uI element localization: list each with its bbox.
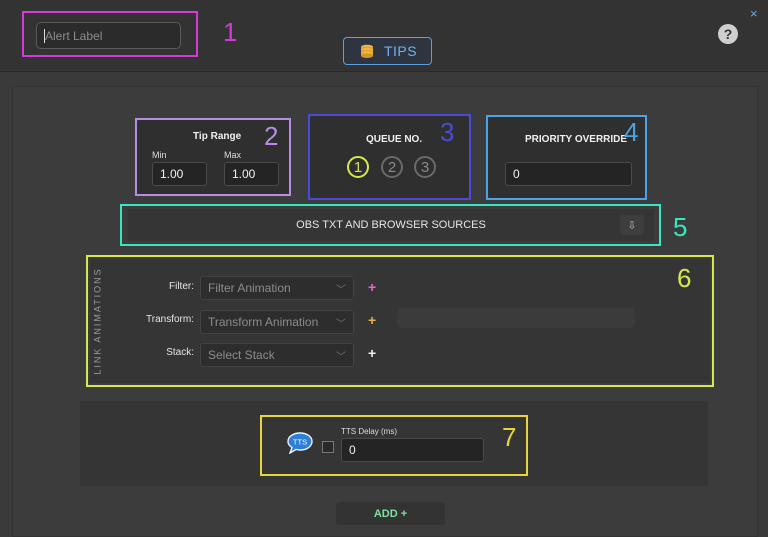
add-stack-button[interactable]: + — [368, 345, 377, 361]
annotation-box-6 — [86, 255, 714, 387]
text-caret — [44, 29, 45, 43]
obs-sources-bar[interactable]: OBS TXT AND BROWSER SOURCES — [128, 209, 654, 241]
annotation-number-3: 3 — [440, 117, 455, 147]
close-icon[interactable]: × — [750, 6, 758, 21]
tips-button-label: TIPS — [383, 43, 418, 59]
annotation-box-5 — [120, 204, 661, 246]
transform-label: Transform: — [146, 314, 194, 325]
priority-override-input[interactable]: 0 — [505, 162, 632, 186]
annotation-number-6: 6 — [677, 263, 692, 293]
tts-delay-label: TTS Delay (ms) — [341, 427, 397, 436]
stack-placeholder: Select Stack — [208, 348, 275, 362]
tip-max-input[interactable]: 1.00 — [224, 162, 279, 186]
tip-min-label: Min — [152, 150, 167, 160]
expand-arrow-icon[interactable]: ⇩ — [620, 215, 644, 235]
alert-label-input[interactable] — [36, 22, 181, 49]
annotation-number-1: 1 — [223, 17, 238, 47]
tip-range-title: Tip Range — [193, 131, 242, 142]
annotation-box-2 — [135, 118, 291, 196]
add-transform-button[interactable]: + — [368, 312, 377, 328]
annotation-number-5: 5 — [673, 212, 688, 242]
help-icon[interactable]: ? — [718, 24, 738, 44]
transform-animation-select[interactable]: Transform Animation ﹀ — [200, 310, 354, 334]
filter-label: Filter: — [169, 281, 194, 292]
queue-option-2[interactable]: 2 — [381, 156, 403, 178]
add-filter-button[interactable]: + — [368, 279, 377, 295]
queue-option-3[interactable]: 3 — [414, 156, 436, 178]
annotation-number-4: 4 — [624, 117, 639, 147]
stack-select[interactable]: Select Stack ﹀ — [200, 343, 354, 367]
add-button[interactable]: ADD + — [336, 502, 445, 525]
tts-badge-text: TTS — [293, 438, 307, 447]
tts-enable-checkbox[interactable] — [322, 441, 334, 453]
annotation-box-3 — [308, 114, 471, 200]
transform-animation-placeholder: Transform Animation — [208, 315, 319, 329]
annotation-number-2: 2 — [264, 121, 279, 151]
annotation-box-1 — [22, 11, 198, 57]
coin-stack-icon — [360, 44, 373, 58]
tips-button[interactable]: TIPS — [343, 37, 432, 65]
tts-delay-input[interactable]: 0 — [341, 438, 484, 462]
annotation-box-7 — [260, 415, 528, 476]
filter-animation-placeholder: Filter Animation — [208, 281, 291, 295]
queue-option-1[interactable]: 1 — [347, 156, 369, 178]
animation-preview-bar — [397, 308, 635, 328]
stack-label: Stack: — [166, 347, 194, 358]
tip-min-input[interactable]: 1.00 — [152, 162, 207, 186]
obs-sources-label: OBS TXT AND BROWSER SOURCES — [296, 219, 486, 231]
chevron-down-icon: ﹀ — [336, 351, 346, 363]
queue-title: QUEUE NO. — [366, 134, 423, 145]
tip-max-label: Max — [224, 150, 242, 160]
chevron-down-icon: ﹀ — [336, 318, 346, 330]
filter-animation-select[interactable]: Filter Animation ﹀ — [200, 276, 354, 300]
annotation-box-4 — [486, 115, 647, 200]
annotation-number-7: 7 — [502, 422, 517, 452]
priority-override-title: PRIORITY OVERRIDE — [525, 134, 628, 145]
chevron-down-icon: ﹀ — [336, 284, 346, 296]
tts-speech-bubble-icon[interactable]: TTS — [287, 432, 313, 454]
